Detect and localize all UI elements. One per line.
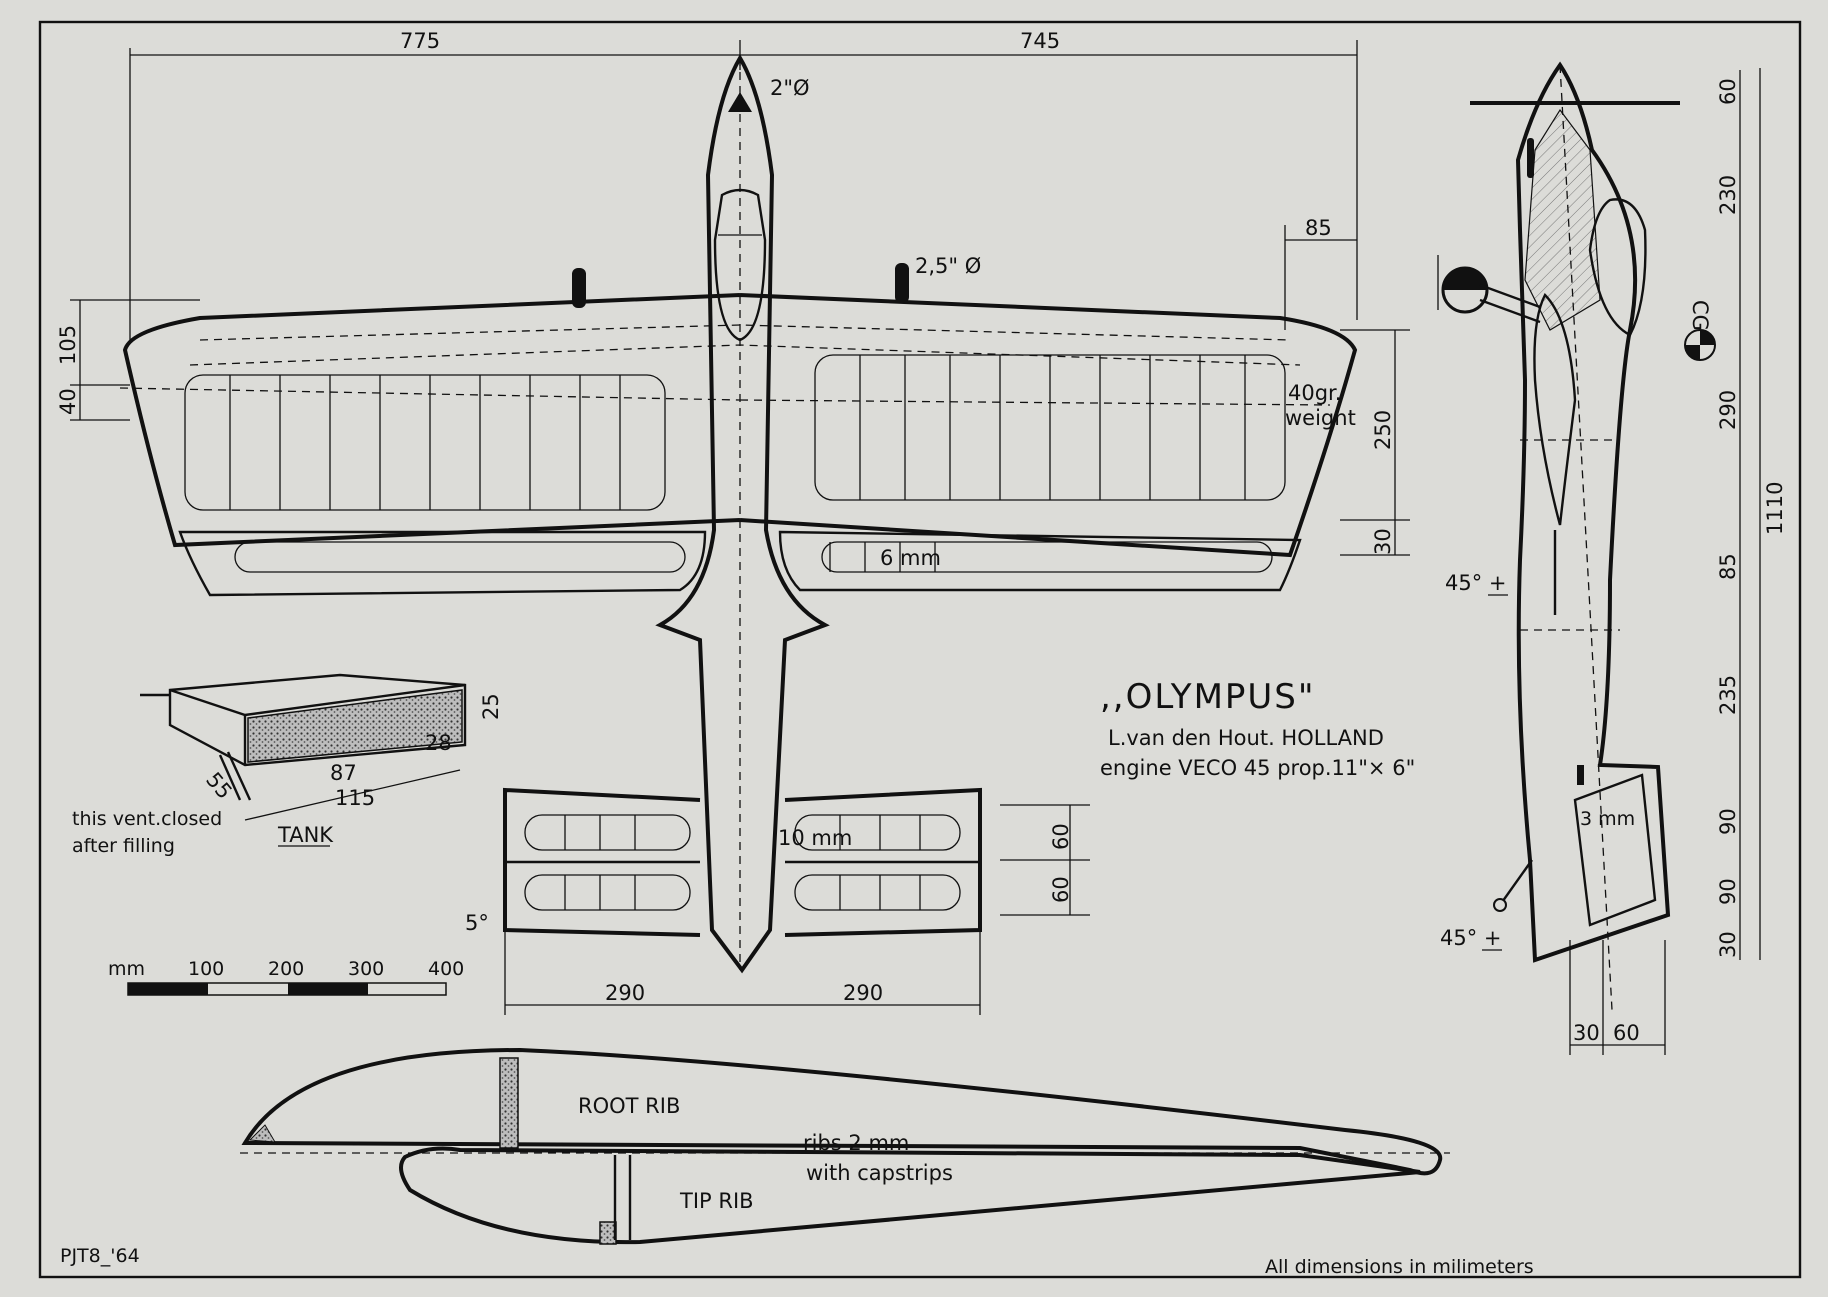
root-rib-label: ROOT RIB xyxy=(578,1094,680,1118)
angle-top-label: 45° + xyxy=(1445,571,1507,595)
rib-sections: ROOT RIB TIP RIB ribs 2 mm with capstrip… xyxy=(240,1047,1450,1245)
side-bottom-dim-60: 60 xyxy=(1613,1021,1640,1045)
sheet-border xyxy=(38,20,1802,1279)
scale-tick-200: 200 xyxy=(268,958,304,980)
stab-angle-dim: 5° xyxy=(465,911,489,935)
stabilizer-left xyxy=(503,787,701,937)
wing-chord-dim: 250 xyxy=(1371,410,1395,450)
stabilizer-right xyxy=(784,787,982,937)
flap-chord-dim: 30 xyxy=(1371,528,1395,555)
side-bottom-dim-30: 30 xyxy=(1573,1021,1600,1045)
side-canopy xyxy=(1588,198,1647,337)
tail-thickness-label: 10 mm xyxy=(778,826,852,850)
tank-dim-55: 55 xyxy=(201,768,237,804)
side-dim-85: 85 xyxy=(1716,553,1740,580)
flap-left xyxy=(178,530,707,597)
drawing-number: PJT8_'64 xyxy=(60,1245,140,1267)
designer-line: L.van den Hout. HOLLAND xyxy=(1108,726,1384,750)
wing-outline xyxy=(122,293,1358,558)
canopy xyxy=(713,188,767,342)
wheel-right xyxy=(895,263,909,303)
side-fuselage-outline xyxy=(1515,61,1671,963)
stab-left-dim: 290 xyxy=(605,981,645,1005)
root-offset-dim: 40 xyxy=(56,388,80,415)
stab-chord-dim: 60 xyxy=(1049,823,1073,850)
side-dim-total: 1110 xyxy=(1763,482,1787,535)
side-dim-290: 290 xyxy=(1716,390,1740,430)
tip-rib-label: TIP RIB xyxy=(679,1189,754,1213)
flap-right xyxy=(778,530,1302,592)
tank-label: TANK xyxy=(277,823,334,847)
stab-right-dim: 290 xyxy=(843,981,883,1005)
cg-symbol: CG xyxy=(1684,300,1716,361)
tank-note-2: after filling xyxy=(72,835,175,857)
engine-line: engine VECO 45 prop.11"× 6" xyxy=(1100,756,1415,780)
tank-dim-28: 28 xyxy=(425,731,452,755)
scale-tick-400: 400 xyxy=(428,958,464,980)
rib-note-1: ribs 2 mm xyxy=(803,1131,909,1155)
tip-offset-dim: 85 xyxy=(1305,216,1332,240)
spinner-size-label: 2"Ø xyxy=(770,76,810,100)
spinner xyxy=(728,92,752,112)
side-dim-90a: 90 xyxy=(1716,808,1740,835)
fuel-tank: 25 28 87 115 55 this vent.closed after f… xyxy=(72,673,503,857)
wheel-size-label: 2,5" Ø xyxy=(915,254,981,278)
span-left-dim: 775 xyxy=(400,29,440,53)
scale-tick-300: 300 xyxy=(348,958,384,980)
top-view: 775 745 6 mm xyxy=(56,29,1410,1015)
plan-title: ,,OLYMPUS" xyxy=(1100,677,1316,717)
flap-thickness-label: 6 mm xyxy=(880,546,941,570)
scale-unit: mm xyxy=(108,958,145,980)
span-right-dim: 745 xyxy=(1020,29,1060,53)
side-dim-60: 60 xyxy=(1716,78,1740,105)
side-dim-30: 30 xyxy=(1716,931,1740,958)
units-note: All dimensions in milimeters xyxy=(1265,1256,1534,1278)
root-rib-outline xyxy=(241,1047,1443,1176)
scale-bar: mm 100 200 300 400 xyxy=(108,958,464,996)
side-dim-235: 235 xyxy=(1716,675,1740,715)
elev-chord-dim: 60 xyxy=(1049,876,1073,903)
cg-label: CG xyxy=(1688,300,1712,331)
tank-note-1: this vent.closed xyxy=(72,808,222,830)
rib-note-2: with capstrips xyxy=(806,1161,953,1185)
tip-rib-outline xyxy=(399,1146,1421,1245)
side-view: CG 3 mm 45° + 45° + 60 230 290 85 235 90… xyxy=(1437,61,1787,1055)
scale-tick-100: 100 xyxy=(188,958,224,980)
rudder-thickness-label: 3 mm xyxy=(1580,808,1635,830)
weight-label-2: weight xyxy=(1285,406,1356,430)
tank-height-dim: 25 xyxy=(479,693,503,720)
angle-bottom-label: 45° + xyxy=(1440,926,1502,950)
le-offset-dim: 105 xyxy=(56,325,80,365)
wheel-left xyxy=(572,268,586,308)
weight-label-1: 40gr. xyxy=(1288,381,1341,405)
side-dim-90b: 90 xyxy=(1716,878,1740,905)
side-dim-230: 230 xyxy=(1716,175,1740,215)
fuselage-outline xyxy=(655,54,830,974)
tank-dim-87: 87 xyxy=(330,761,357,785)
